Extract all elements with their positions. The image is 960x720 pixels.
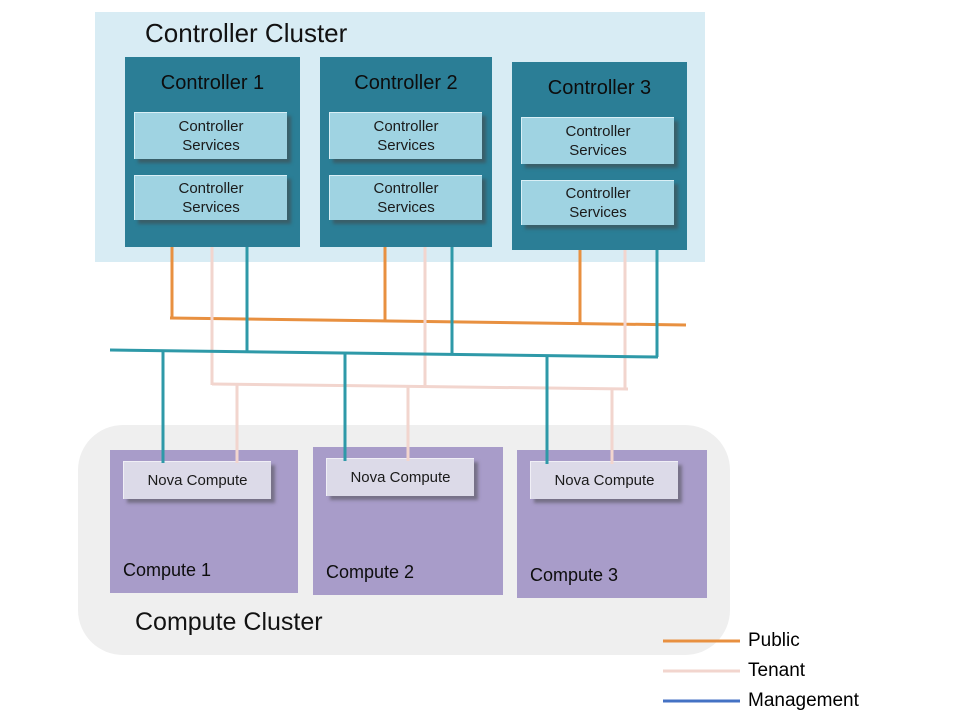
compute-1-title: Compute 1 [123, 560, 212, 580]
legend-label-management: Management [748, 690, 859, 711]
controller-node-2: Controller 2 Controller Services Control… [320, 57, 492, 247]
compute-cluster: Compute Cluster Nova Compute Compute 1 N… [78, 425, 730, 655]
controller-3-services-box-2: Controller Services [521, 180, 674, 225]
controller-1-services-box-1: Controller Services [134, 112, 287, 159]
controller-2-title: Controller 2 [354, 72, 458, 94]
compute-2-nova-compute-box: Nova Compute [326, 458, 474, 496]
controller-3-title: Controller 3 [547, 77, 652, 99]
legend-label-tenant: Tenant [748, 660, 806, 681]
controller-cluster-title: Controller Cluster [145, 18, 348, 48]
controller-1-title: Controller 1 [160, 72, 265, 94]
controller-node-3: Controller 3 Controller Services Control… [512, 62, 687, 250]
controller-cluster: Controller Cluster Controller 1 Controll… [95, 12, 705, 262]
compute-node-1: Nova Compute Compute 1 [110, 450, 298, 593]
compute-1-nova-compute-box: Nova Compute [123, 461, 271, 499]
public-bus-line [169, 316, 687, 327]
compute-2-title: Compute 2 [326, 562, 415, 582]
compute-node-3: Nova Compute Compute 3 [517, 450, 707, 598]
compute-3-title: Compute 3 [530, 565, 619, 585]
controller-3-services-box-1: Controller Services [521, 117, 674, 164]
controller-node-1: Controller 1 Controller Services Control… [125, 57, 300, 247]
controller-2-services-box-2: Controller Services [329, 175, 482, 220]
controller-2-services-box-1: Controller Services [329, 112, 482, 159]
legend-label-public: Public [748, 630, 800, 651]
tenant-bus-line [211, 382, 629, 391]
controller-1-services-box-2: Controller Services [134, 175, 287, 220]
compute-cluster-title: Compute Cluster [135, 608, 323, 636]
compute-3-nova-compute-box: Nova Compute [530, 461, 678, 499]
management-bus-line [109, 348, 659, 359]
compute-node-2: Nova Compute Compute 2 [313, 447, 503, 595]
